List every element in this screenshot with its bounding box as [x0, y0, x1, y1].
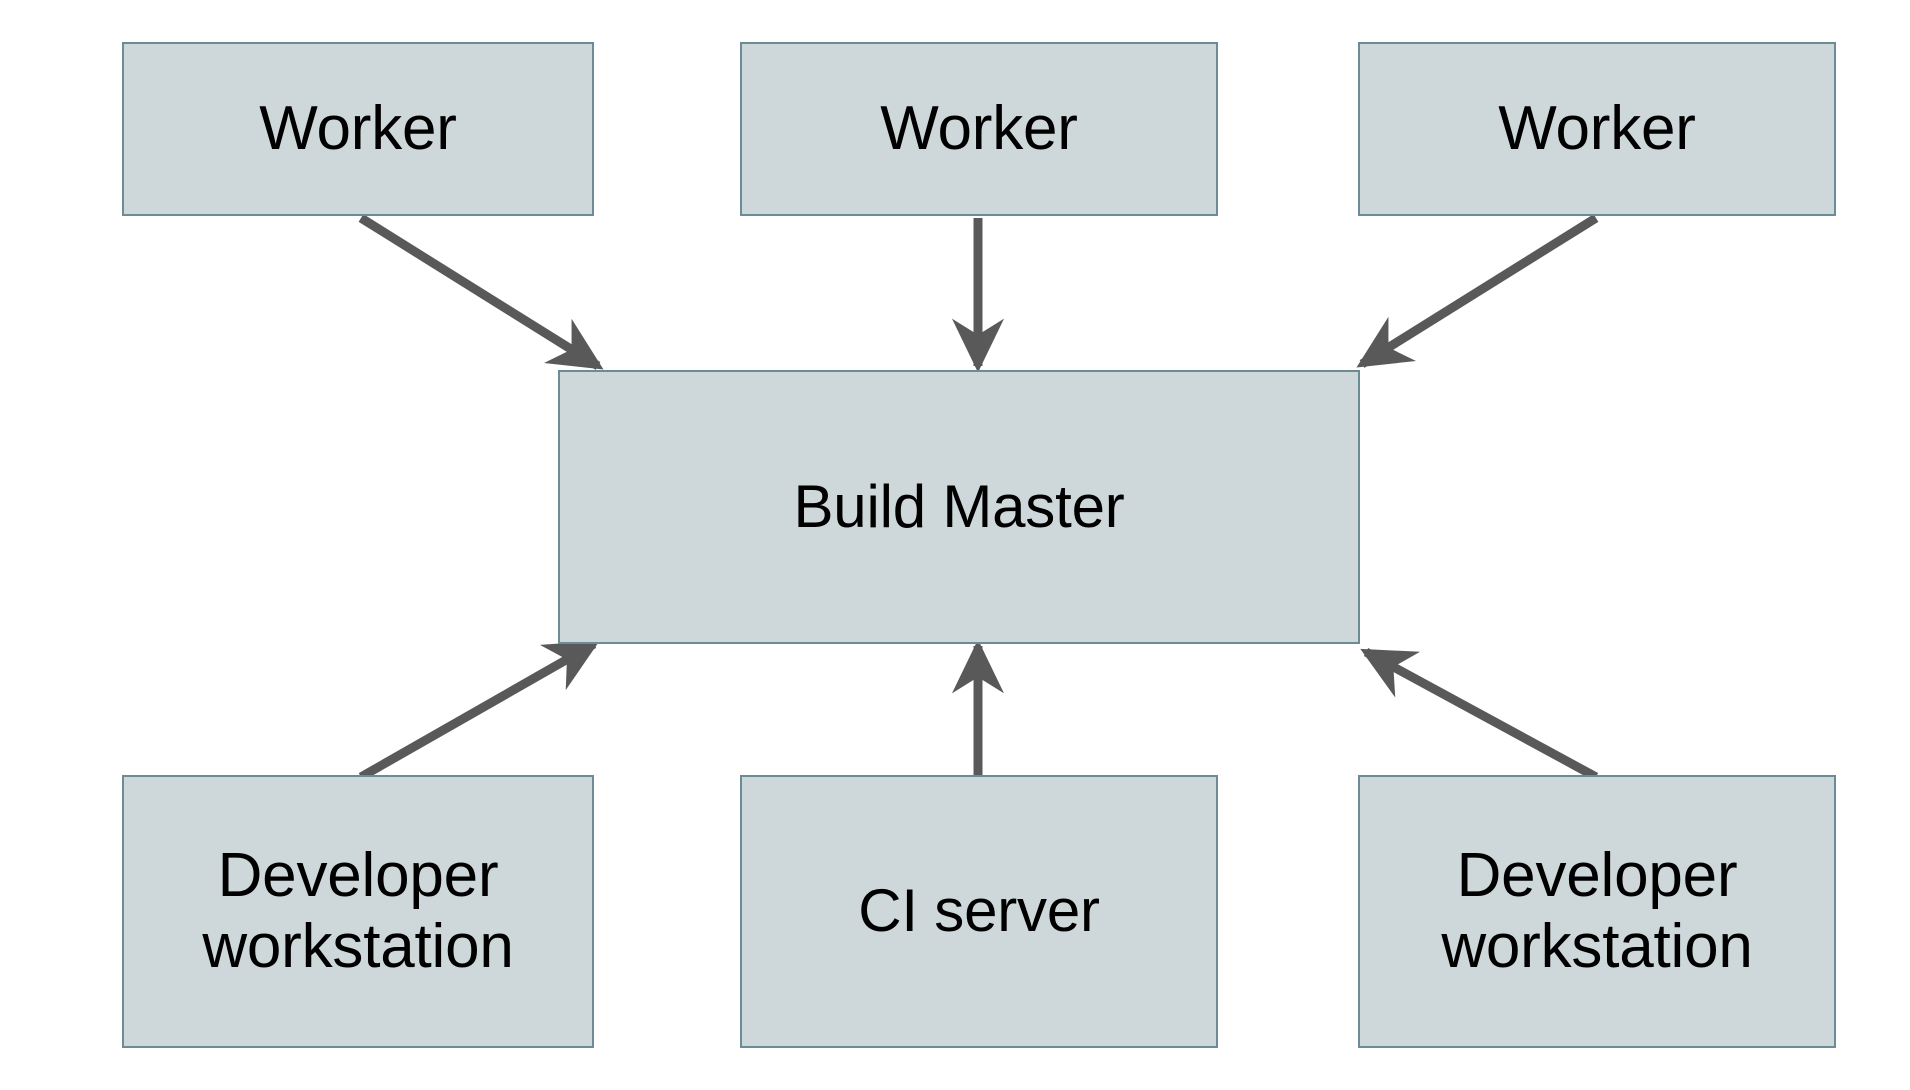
edge-worker1-to-master — [358, 214, 604, 370]
node-build-master[interactable]: Build Master — [558, 370, 1360, 644]
node-developer-workstation-left[interactable]: Developer workstation — [122, 775, 594, 1048]
node-worker-3[interactable]: Worker — [1358, 42, 1836, 216]
node-label: Developer workstation — [202, 840, 514, 981]
node-label: Worker — [259, 93, 457, 163]
node-label: Worker — [880, 93, 1078, 163]
node-label: Developer workstation — [1441, 840, 1753, 981]
node-label: Worker — [1498, 93, 1696, 163]
edge-devleft-to-master — [358, 640, 600, 781]
edge-devright-to-master — [1360, 648, 1599, 781]
edge-worker3-to-master — [1356, 214, 1599, 368]
node-developer-workstation-right[interactable]: Developer workstation — [1358, 775, 1836, 1048]
node-worker-1[interactable]: Worker — [122, 42, 594, 216]
node-label: CI server — [858, 877, 1100, 945]
node-ci-server[interactable]: CI server — [740, 775, 1218, 1048]
node-label: Build Master — [793, 472, 1125, 540]
node-worker-2[interactable]: Worker — [740, 42, 1218, 216]
